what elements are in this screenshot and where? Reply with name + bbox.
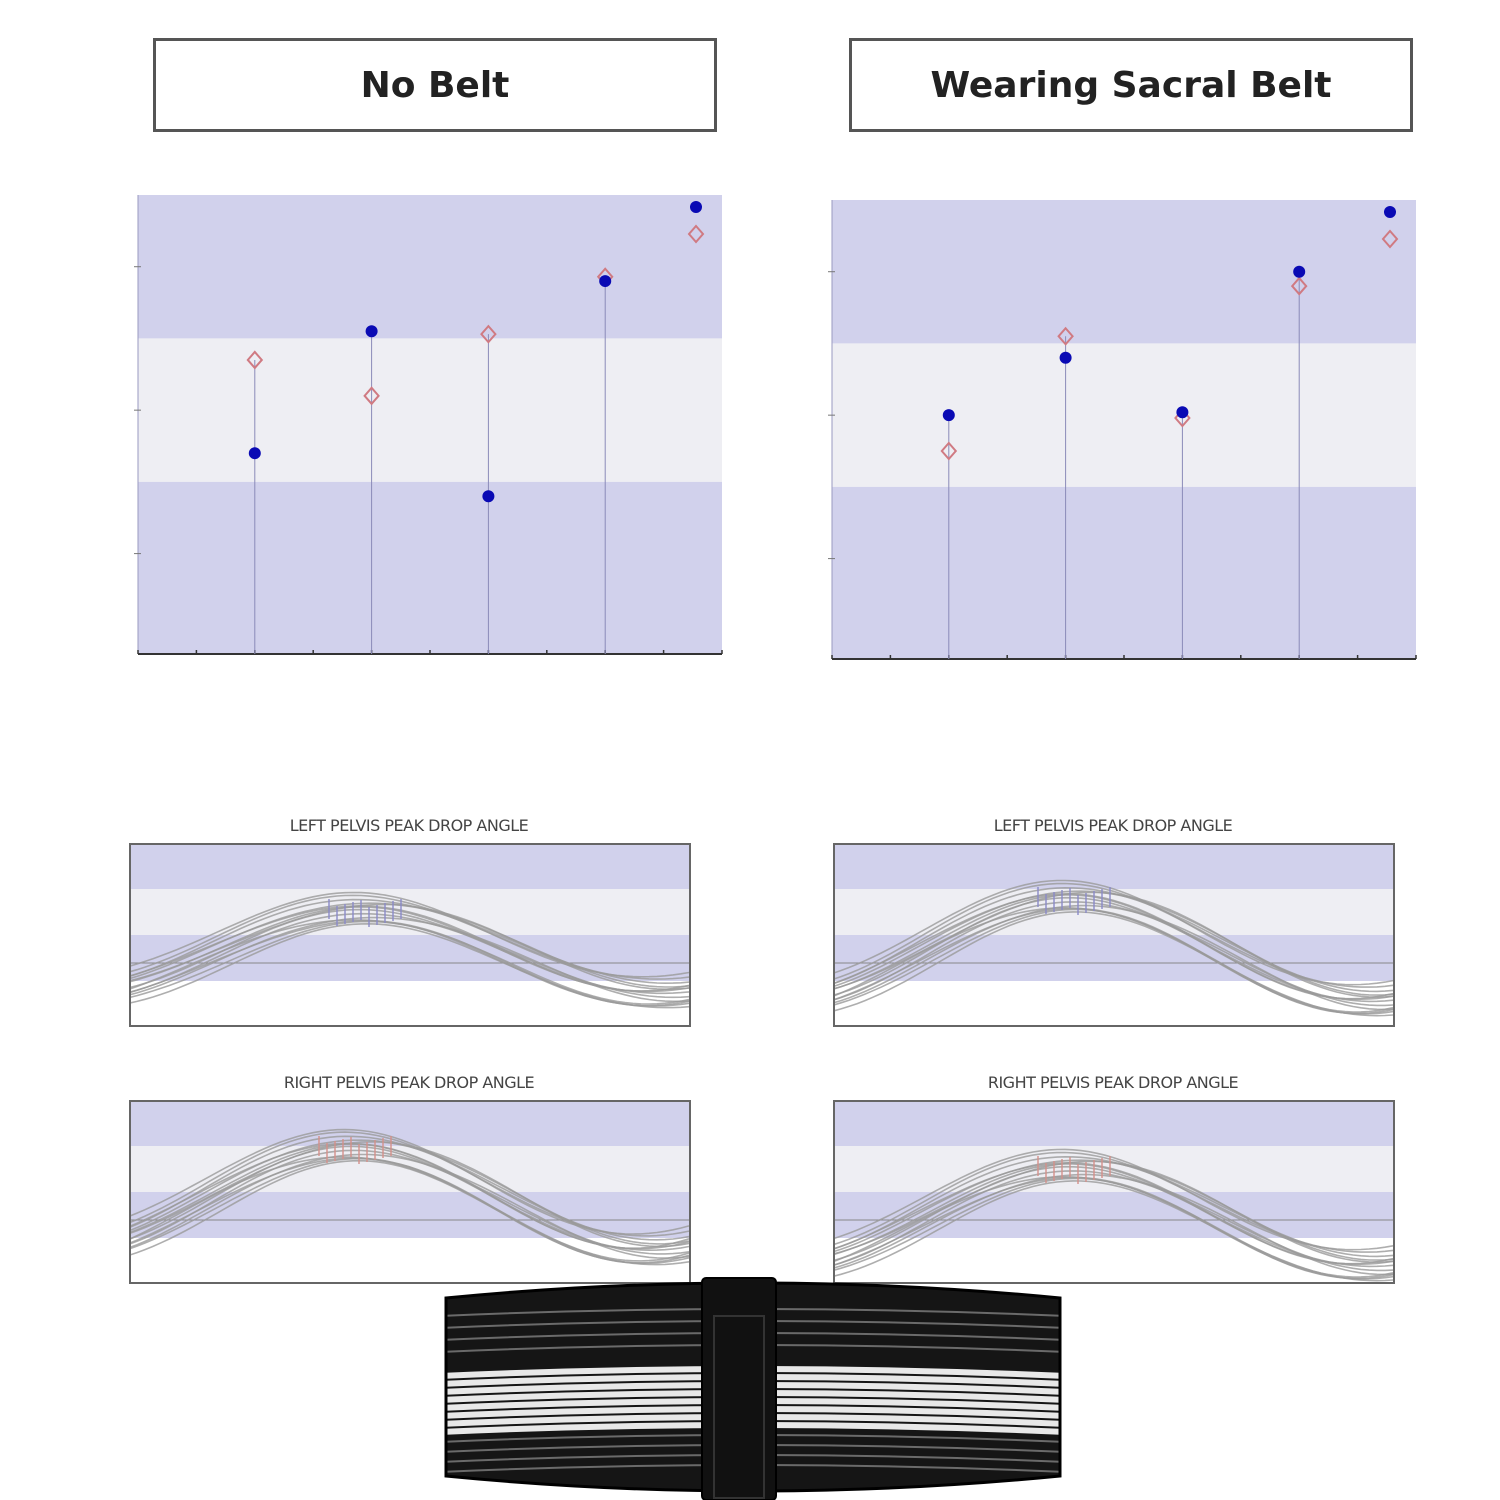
wave-trace [833, 901, 1394, 1007]
wave-trace [833, 1177, 1394, 1280]
right-marker [1290, 276, 1308, 296]
header-no-belt: No Belt [153, 38, 717, 132]
wave-trace [129, 1141, 690, 1248]
left-marker [942, 409, 955, 422]
header-wearing-belt-label: Wearing Sacral Belt [930, 64, 1332, 106]
panel-band [129, 981, 691, 1027]
header-no-belt-label: No Belt [360, 64, 510, 106]
band-excessive [138, 195, 722, 339]
wave-trace [129, 1159, 690, 1266]
right-marker [1057, 326, 1074, 346]
wave-panel-right-belt [833, 1100, 1395, 1284]
panel-band [833, 1100, 1395, 1146]
panel-band [833, 981, 1395, 1027]
panel-band [129, 843, 691, 889]
right-marker [363, 386, 380, 406]
legend-marker-left [1384, 206, 1396, 218]
wave-trace [129, 1153, 690, 1259]
wave-trace [833, 911, 1394, 1017]
header-wearing-belt: Wearing Sacral Belt [849, 38, 1413, 132]
band-ideal [138, 338, 722, 482]
left-marker [1059, 351, 1072, 364]
wave-trace [833, 1160, 1394, 1263]
wave-title-right-belt: RIGHT PELVIS PEAK DROP ANGLE [987, 1073, 1239, 1092]
wave-trace [129, 912, 690, 999]
wave-trace [833, 1170, 1394, 1272]
wave-trace [129, 1149, 690, 1255]
legend-marker-left [690, 201, 702, 213]
left-marker [365, 325, 378, 338]
panel-border [129, 843, 691, 1027]
band-reduced [832, 486, 1416, 659]
wave-title-left-no-belt: LEFT PELVIS PEAK DROP ANGLE [289, 816, 529, 835]
legend-marker-right [1381, 229, 1399, 249]
wave-trace [833, 894, 1394, 1000]
wave-trace [129, 922, 690, 1009]
wave-panel-left-belt [833, 843, 1395, 1027]
left-marker [599, 275, 612, 288]
wave-title-right-no-belt: RIGHT PELVIS PEAK DROP ANGLE [283, 1073, 535, 1092]
sacral-belt-image [444, 1277, 1062, 1500]
panel-border [833, 1100, 1395, 1284]
wave-panel-left-no-belt [129, 843, 691, 1027]
panel-band [129, 1238, 691, 1284]
panel-band [129, 1100, 691, 1146]
right-marker [480, 324, 497, 344]
left-marker [1293, 265, 1306, 278]
wave-trace [833, 908, 1394, 1015]
wave-trace [129, 920, 690, 1007]
wave-trace [833, 1173, 1394, 1276]
left-marker [248, 447, 261, 460]
wave-trace [129, 916, 690, 1003]
left-marker [1176, 406, 1189, 419]
left-marker [482, 490, 495, 503]
right-marker [246, 350, 264, 370]
panel-border [129, 1100, 691, 1284]
panel-band [833, 889, 1395, 935]
panel-border [833, 843, 1395, 1027]
wave-title-left-belt: LEFT PELVIS PEAK DROP ANGLE [993, 816, 1233, 835]
band-ideal [832, 343, 1416, 487]
legend-marker-right [687, 224, 705, 244]
wave-trace [833, 1163, 1394, 1265]
hip-complex-chart-belt [828, 200, 1417, 660]
right-marker [940, 441, 958, 461]
wave-trace [129, 1157, 690, 1265]
wave-panel-right-no-belt [129, 1100, 691, 1284]
band-reduced [138, 481, 722, 654]
hip-complex-chart-no-belt [134, 195, 723, 655]
wave-trace [833, 904, 1394, 1011]
wave-trace [833, 1180, 1394, 1282]
band-excessive [832, 200, 1416, 344]
panel-band [833, 843, 1395, 889]
